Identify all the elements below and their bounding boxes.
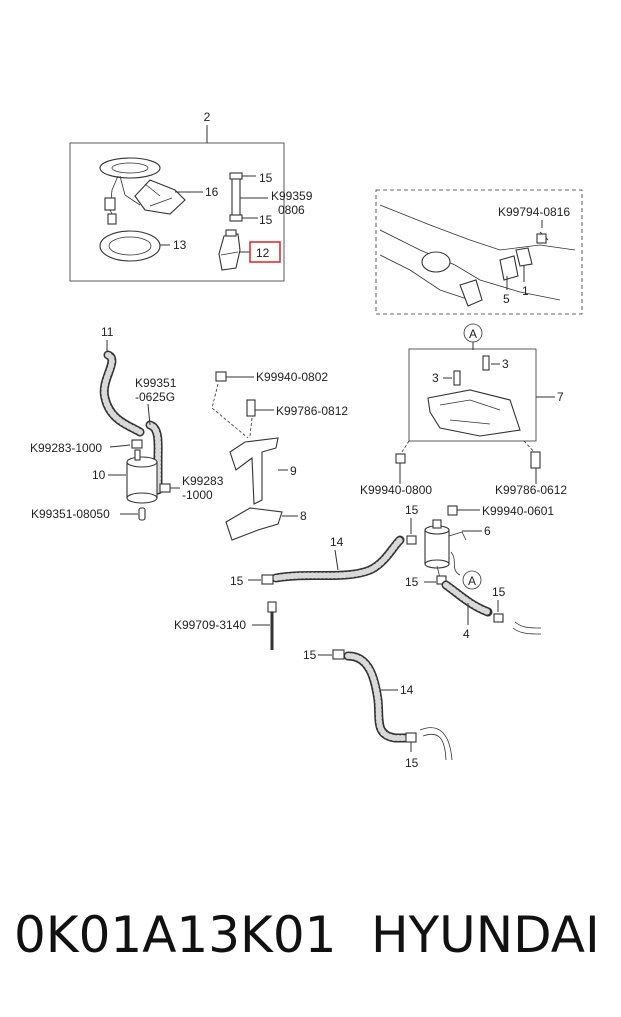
- label-14a: 14: [330, 535, 344, 549]
- label-16: 16: [205, 185, 219, 199]
- label-k99351-08050: K99351-08050: [31, 507, 110, 521]
- label-k99351-suffix: -0625G: [135, 390, 175, 404]
- label-k99351: K99351: [135, 376, 177, 390]
- canister-bracket-group: A 3 3 7 K99940-0800 K99786-0612: [360, 323, 567, 497]
- label-14b: 14: [400, 683, 414, 697]
- label-k99709-3140: K99709-3140: [174, 618, 246, 632]
- short-hose: [229, 172, 243, 222]
- label-k99786-0812: K99786-0812: [276, 404, 348, 418]
- highlight-box: [249, 241, 281, 263]
- label-9: 9: [290, 464, 297, 478]
- label-k99940-0800: K99940-0800: [360, 483, 432, 497]
- label-11: 11: [101, 325, 114, 339]
- label-6: 6: [484, 524, 491, 538]
- lower-hose-group: 15 14 15: [303, 648, 453, 770]
- label-k99359: K99359: [271, 189, 313, 203]
- label-k99786-0612: K99786-0612: [495, 483, 567, 497]
- label-2: 2: [204, 110, 211, 124]
- label-13: 13: [173, 238, 187, 252]
- brand-name: HYUNDAI: [371, 906, 600, 964]
- label-7: 7: [557, 390, 564, 404]
- label-15e: 15: [405, 575, 419, 589]
- label-4: 4: [463, 627, 470, 641]
- label-k99359-suffix: 0806: [278, 203, 305, 217]
- label-15b: 15: [259, 213, 273, 227]
- label-10: 10: [92, 468, 106, 482]
- left-hose-and-canister: 11 K99351 -0625G K99283-1000 10 K99283 -…: [30, 325, 224, 521]
- label-12: 12: [256, 246, 270, 260]
- middle-hose-group: 14 15 K99709-3140: [174, 535, 405, 650]
- label-k99283-1000: K99283-1000: [30, 441, 102, 455]
- fuel-pump-assembly: [99, 157, 186, 225]
- fuel-filter: [424, 519, 467, 569]
- gasket-ring: [99, 230, 161, 262]
- label-A-top: A: [469, 327, 477, 341]
- label-k99794-0816: K99794-0816: [498, 205, 570, 219]
- charcoal-canister: [126, 449, 158, 504]
- label-k99940-0601: K99940-0601: [482, 504, 554, 518]
- label-k99940-0802: K99940-0802: [256, 370, 328, 384]
- label-15d: 15: [230, 574, 244, 588]
- fuel-pump-group: 2 16 13 15 K99359 080: [69, 110, 313, 282]
- engine-detail-group: K99794-0816 5 1: [375, 189, 583, 315]
- label-3b: 3: [502, 357, 509, 371]
- label-15a: 15: [259, 171, 273, 185]
- label-15c: 15: [405, 503, 419, 517]
- label-3a: 3: [432, 371, 439, 385]
- label-15h: 15: [405, 756, 419, 770]
- label-k99283-b-suffix: -1000: [182, 488, 213, 502]
- label-15f: 15: [492, 585, 506, 599]
- part-number: 0K01A13K01: [14, 906, 337, 964]
- label-k99283-b: K99283: [182, 474, 224, 488]
- label-1: 1: [522, 284, 529, 298]
- fuel-sender-unit: [218, 229, 241, 271]
- fuel-filter-group: 15 K99940-0601 6 15 A 4 15: [405, 503, 554, 641]
- bracket-group: K99940-0802 K99786-0812 9 8: [211, 370, 348, 541]
- label-A-bottom: A: [468, 574, 476, 588]
- label-5: 5: [503, 292, 510, 306]
- label-15g: 15: [303, 648, 317, 662]
- label-8: 8: [300, 509, 307, 523]
- long-bolt: [267, 601, 277, 650]
